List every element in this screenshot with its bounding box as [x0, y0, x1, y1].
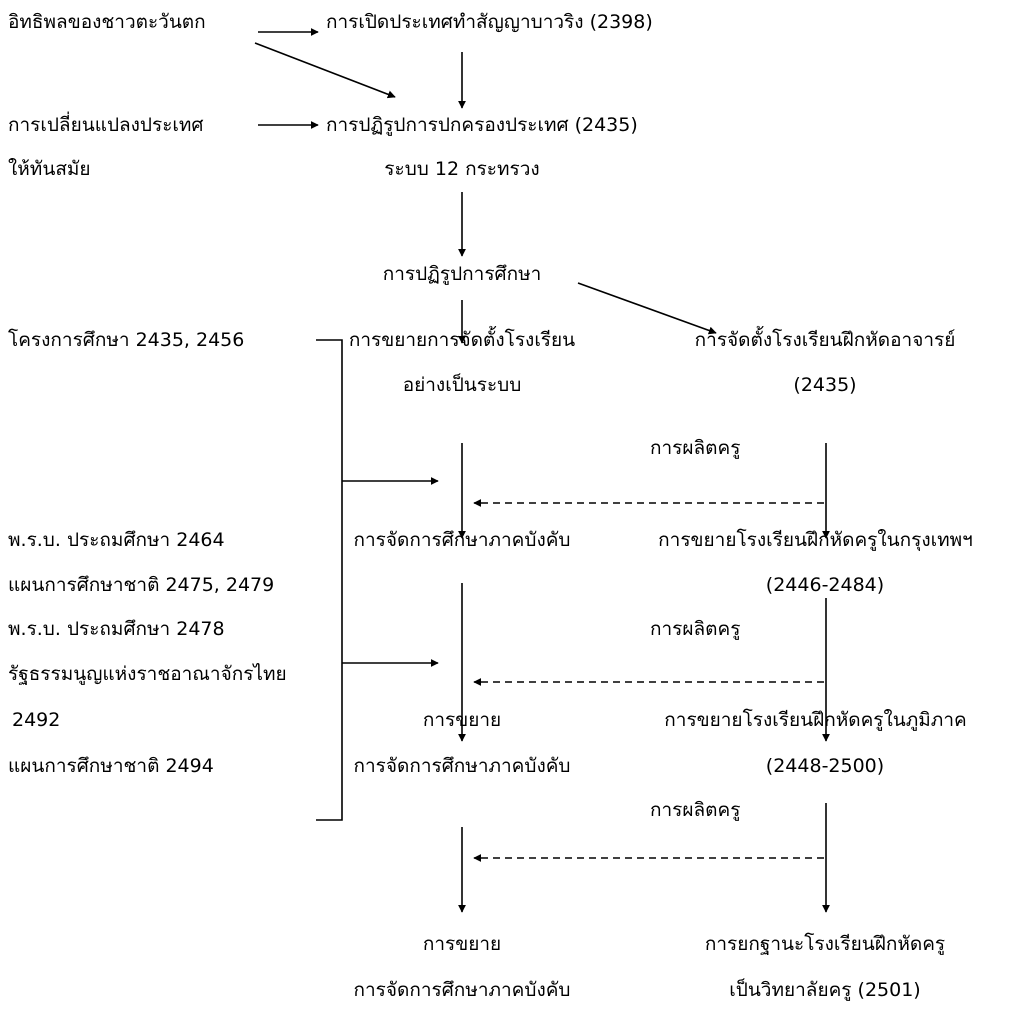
node-expand-compulsory-1-line1: การขยาย: [422, 709, 502, 731]
node-teacher-school-line1: การจัดตั้งโรงเรียนฝึกหัดอาจารย์: [694, 329, 956, 351]
node-compulsory: การจัดการศึกษาภาคบังคับ: [353, 529, 571, 551]
node-teacher-school-line2: (2435): [793, 374, 857, 396]
node-western-influence: อิทธิพลของชาวตะวันตก: [8, 11, 206, 33]
node-edu-reform: การปฏิรูปการศึกษา: [382, 263, 542, 285]
node-plan-2475: แผนการศึกษาชาติ 2475, 2479: [8, 574, 275, 596]
label-teacher-production-2: การผลิตครู: [650, 618, 741, 640]
node-regional-teacher-line1: การขยายโรงเรียนฝึกหัดครูในภูมิภาค: [664, 709, 967, 731]
node-bkk-teacher-line2: (2446-2484): [765, 574, 885, 596]
node-expand-compulsory-2-line1: การขยาย: [422, 933, 502, 955]
node-modernize-line2: ให้ทันสมัย: [8, 158, 91, 180]
node-bkk-teacher-line1: การขยายโรงเรียนฝึกหัดครูในกรุงเทพฯ: [658, 529, 973, 551]
label-teacher-production-3: การผลิตครู: [650, 799, 741, 821]
node-ministries: ระบบ 12 กระทรวง: [384, 158, 540, 180]
node-act-2464: พ.ร.บ. ประถมศึกษา 2464: [8, 529, 225, 551]
node-edu-projects: โครงการศึกษา 2435, 2456: [8, 329, 245, 351]
node-opening-country: การเปิดประเทศทำสัญญาบาวริง (2398): [326, 11, 653, 33]
node-expand-compulsory-1-line2: การจัดการศึกษาภาคบังคับ: [353, 755, 571, 777]
node-upgrade-line1: การยกฐานะโรงเรียนฝึกหัดครู: [704, 933, 946, 955]
node-modernize-line1: การเปลี่ยนแปลงประเทศ: [8, 114, 204, 136]
arrow-influence-to-reform: [254, 42, 396, 99]
label-teacher-production-1: การผลิตครู: [650, 437, 741, 459]
node-admin-reform: การปฏิรูปการปกครองประเทศ (2435): [326, 114, 638, 136]
node-constitution-year: 2492: [12, 709, 61, 731]
arrow-edu-to-teacher-school: [577, 282, 717, 335]
node-regional-teacher-line2: (2448-2500): [765, 755, 885, 777]
node-expand-schools-line2: อย่างเป็นระบบ: [402, 374, 522, 396]
node-expand-compulsory-2-line2: การจัดการศึกษาภาคบังคับ: [353, 979, 571, 1001]
node-upgrade-line2: เป็นวิทยาลัยครู (2501): [729, 979, 921, 1001]
node-expand-schools-line1: การขยายการจัดตั้งโรงเรียน: [348, 329, 576, 351]
node-act-2478: พ.ร.บ. ประถมศึกษา 2478: [8, 618, 225, 640]
node-plan-2494: แผนการศึกษาชาติ 2494: [8, 755, 214, 777]
node-constitution: รัฐธรรมนูญแห่งราชอาณาจักรไทย: [8, 663, 287, 685]
legal-framework-bracket: [316, 339, 343, 821]
